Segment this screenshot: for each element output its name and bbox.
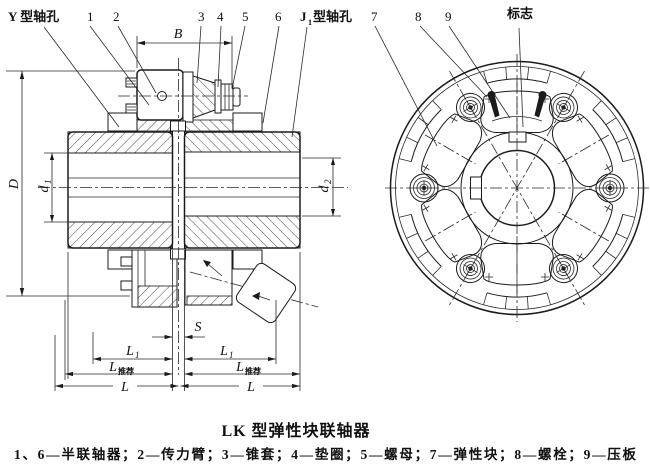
callout-2: 2 [113, 9, 120, 24]
dim-S: S [195, 320, 202, 335]
dim-Lrec-left-sub: 推荐 [118, 366, 134, 376]
parts-legend: 1、6—半联轴器；2—传力臂；3—锥套；4—垫圈；5—螺母；7—弹性块；8—螺栓… [14, 446, 637, 463]
callout-7: 7 [371, 9, 378, 24]
clamp-mechanism-bottom [120, 249, 319, 324]
callout-leaders [43, 25, 524, 147]
nut [220, 83, 234, 111]
callout-3: 3 [198, 9, 205, 24]
callout-9: 9 [445, 9, 452, 24]
caption: LK 型弹性块联轴器 1、6—半联轴器；2—传力臂；3—锥套；4—垫圈；5—螺母… [14, 421, 637, 463]
removed-block [235, 262, 297, 324]
label-j1-rest: 型轴孔 [313, 9, 352, 24]
dimensions [6, 36, 341, 391]
arm-bolt-lower [125, 103, 138, 114]
drawing-title: LK 型弹性块联轴器 [221, 421, 370, 440]
pressure-plate-edge [491, 116, 543, 122]
dim-d1: d [37, 185, 52, 193]
annotations: Y 型轴孔 J 1 型轴孔 标志 1 2 3 4 5 6 7 8 9 B D d… [7, 6, 533, 395]
section-view [38, 58, 348, 375]
right-flange-hatch-bottom [184, 215, 301, 249]
left-bore-lines [68, 177, 173, 198]
dim-Lrec-right-sub: 推荐 [245, 366, 261, 376]
right-bore-lines [184, 177, 300, 198]
arm-bolt-upper [125, 77, 138, 88]
left-flange-hatch [67, 131, 173, 154]
gap-key-top [170, 120, 186, 132]
label-j1-sub: 1 [308, 18, 312, 27]
dim-Lrec-left: L [108, 360, 117, 375]
elastic-blocks [406, 81, 628, 295]
dim-L1-left-sub: 1 [135, 350, 140, 360]
top-block-with-plate [480, 81, 554, 141]
callout-5: 5 [242, 9, 249, 24]
dim-L1-right-sub: 1 [229, 350, 234, 360]
bolt-end [232, 87, 241, 107]
left-hub-outline [67, 131, 174, 249]
arm-plate [182, 71, 194, 123]
dim-L1-right: L [219, 344, 228, 359]
callout-8: 8 [415, 9, 422, 24]
front-view [385, 54, 649, 322]
right-flange-hatch [184, 131, 301, 153]
label-mark: 标志 [506, 6, 533, 21]
left-flange-hatch-bottom [67, 221, 173, 249]
hub-key-mark [508, 131, 527, 143]
dim-L-right: L [246, 380, 255, 395]
dim-B: B [174, 27, 183, 42]
label-y-bore: Y 型轴孔 [8, 9, 59, 24]
taper-sleeve [192, 75, 216, 119]
clamp-mechanism-top [118, 69, 248, 123]
dim-D: D [7, 179, 22, 190]
left-half-coupling [67, 131, 174, 249]
callout-6: 6 [275, 9, 282, 24]
dim-L1-left: L [125, 344, 134, 359]
callout-1: 1 [87, 9, 94, 24]
callout-4: 4 [217, 9, 224, 24]
dim-d2-sub: 2 [323, 179, 333, 184]
dim-d1-sub: 1 [43, 180, 53, 185]
dim-d2: d [317, 185, 332, 193]
dim-Lrec-right: L [235, 360, 244, 375]
drive-arm [136, 69, 184, 121]
right-half-coupling [183, 131, 301, 249]
front-view-centerlines [385, 54, 649, 322]
dim-L-left: L [120, 380, 129, 395]
right-hub-outline [183, 131, 301, 249]
gap-key-bottom [170, 248, 186, 260]
label-j1-main: J [300, 9, 307, 24]
